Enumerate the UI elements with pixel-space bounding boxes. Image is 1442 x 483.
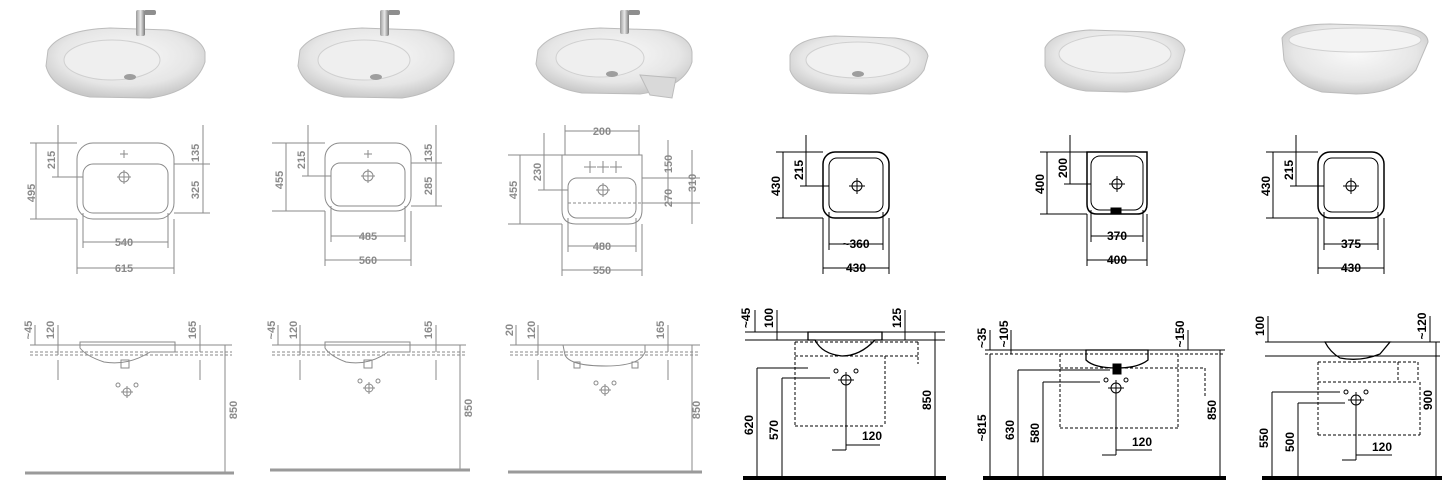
c1-d-c: 165: [187, 321, 199, 339]
c6-d-b: 100: [1253, 316, 1267, 336]
c3-right-bottom: 270: [663, 189, 675, 207]
c4-outer-h: 430: [769, 176, 783, 196]
column-6: [1262, 135, 1442, 480]
c6-offset: 120: [1372, 440, 1392, 454]
column-3: [508, 125, 702, 474]
c5-d-c: ~150: [1173, 320, 1187, 347]
c5-h-mid: 580: [1028, 423, 1042, 443]
c3-d-c: 165: [655, 321, 667, 339]
c3-d-a: 20: [504, 324, 516, 336]
c6-h-mid: 500: [1283, 432, 1297, 452]
c2-right-bottom: 285: [423, 177, 435, 195]
c1-right-bottom: 325: [190, 181, 202, 199]
c4-d-c: 125: [890, 308, 904, 328]
c6-inner-w: 375: [1341, 237, 1361, 251]
column-5: [983, 135, 1226, 480]
c5-h-total: 850: [1205, 400, 1219, 420]
c4-h-mid: 570: [767, 420, 781, 440]
c3-right-top: 150: [663, 155, 675, 173]
section-basin-3: [562, 344, 646, 367]
c1-inner-top: 215: [46, 151, 58, 169]
column-3-labels: 200 455 230 150 310 270 480 550 20 120 1…: [504, 126, 703, 419]
column-4-labels: 430 215 ~360 430 ~45 100 125 620 570 850…: [739, 160, 934, 443]
c1-height: 850: [228, 401, 240, 419]
c2-inner-w: 485: [359, 231, 377, 243]
plan-bowl-4: [828, 157, 884, 213]
c4-inner-w: ~360: [842, 237, 869, 251]
c5-offset: 120: [1132, 435, 1152, 449]
c4-d-b: 100: [762, 308, 776, 328]
basin-photo-5: [1044, 29, 1186, 93]
c3-inner-top: 230: [532, 163, 544, 181]
c5-d-b: ~105: [997, 320, 1011, 347]
c5-outer-h: 400: [1033, 174, 1047, 194]
c1-inner-w: 540: [115, 237, 133, 249]
column-1-labels: 495 215 135 325 540 615 ~45 120 165 850: [23, 144, 240, 419]
plan-outline-6: [1317, 151, 1385, 219]
c3-right-mid: 310: [687, 174, 699, 192]
plan-outline-4: [822, 151, 890, 219]
section-basin-1: [79, 341, 176, 364]
c3-d-b: 120: [526, 321, 538, 339]
c6-inner-top: 215: [1282, 160, 1296, 180]
c4-h-low: 620: [742, 415, 756, 435]
c2-inner-top: 215: [296, 151, 308, 169]
c3-outer-w: 550: [593, 265, 611, 277]
c6-outer-w: 430: [1341, 261, 1361, 275]
c3-inner-w: 480: [593, 241, 611, 253]
c2-height: 850: [463, 399, 475, 417]
plan-outline-1: [76, 142, 175, 220]
c4-outer-w: 430: [846, 261, 866, 275]
c6-d-c: ~120: [1415, 312, 1429, 339]
plan-bowl-6: [1323, 157, 1379, 213]
c5-outer-w: 400: [1107, 253, 1127, 267]
basin-photo-1: [45, 10, 206, 99]
plan-bowl-3: [567, 177, 637, 219]
c2-d-b: 120: [288, 321, 300, 339]
c3-top-w: 200: [593, 126, 611, 138]
column-5-labels: 400 200 370 400 ~35 ~105 ~150 ~815 630 5…: [975, 158, 1219, 449]
c5-inner-top: 200: [1056, 158, 1070, 178]
c4-h-total: 850: [920, 390, 934, 410]
c1-outer-h: 495: [26, 184, 38, 202]
column-2-labels: 455 215 135 285 485 560 ~45 120 165 850: [266, 144, 475, 417]
plan-outline-2: [324, 142, 412, 212]
section-basin-6: [1323, 341, 1392, 360]
basin-photo-4: [789, 35, 929, 95]
column-4: [743, 135, 946, 480]
c4-offset: 120: [862, 429, 882, 443]
column-6-labels: 430 215 375 430 100 ~120 550 500 900 120: [1253, 160, 1435, 454]
basin-photo-2: [297, 10, 455, 99]
c5-inner-w: 370: [1107, 229, 1127, 243]
c2-outer-h: 455: [274, 171, 286, 189]
section-basin-4: [807, 331, 883, 357]
c6-h-low: 550: [1257, 428, 1271, 448]
c4-d-a: ~45: [739, 307, 753, 328]
c1-d-b: 120: [45, 321, 57, 339]
c5-h-low: 630: [1003, 420, 1017, 440]
plan-bowl-2: [330, 162, 406, 207]
c2-outer-w: 560: [359, 255, 377, 267]
c1-outer-w: 615: [115, 263, 133, 275]
plan-outline-5: [1086, 151, 1148, 215]
c6-h-total: 900: [1421, 390, 1435, 410]
column-1: [25, 125, 234, 475]
c4-inner-top: 215: [792, 160, 806, 180]
basin-photo-6: [1281, 23, 1429, 95]
c1-d-a: ~45: [23, 321, 35, 340]
c5-d-a: ~35: [975, 327, 989, 348]
c2-d-a: ~45: [266, 321, 278, 340]
c1-right-top: 135: [190, 144, 202, 162]
c3-outer-h: 455: [508, 181, 520, 199]
basin-photo-3: [535, 10, 693, 99]
plan-outline-3: [561, 154, 643, 225]
c5-h-left: ~815: [975, 414, 989, 441]
column-2: [270, 125, 470, 472]
plan-bowl-1: [82, 163, 169, 214]
c2-right-top: 135: [423, 144, 435, 162]
c3-height: 850: [691, 401, 703, 419]
c2-d-c: 165: [423, 321, 435, 339]
c6-outer-h: 430: [1259, 176, 1273, 196]
